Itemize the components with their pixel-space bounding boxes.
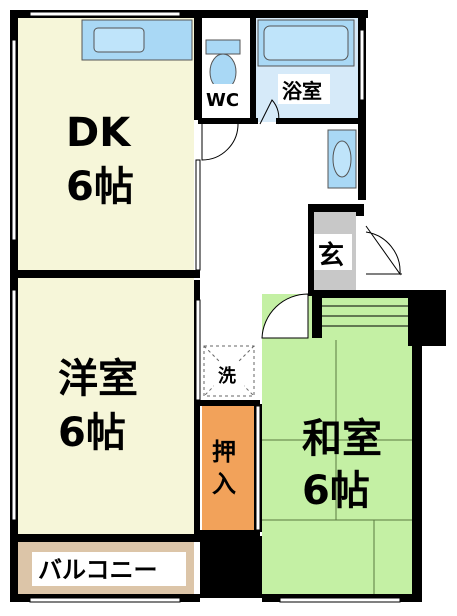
western-room-size: 6帖: [58, 410, 126, 456]
closet-label-top: 押: [212, 438, 236, 466]
washer-label: 洗: [218, 365, 236, 387]
western-room-name: 洋室: [58, 356, 138, 402]
closet-label-bottom: 入: [212, 470, 236, 498]
bath-label: 浴室: [282, 79, 322, 103]
washbasin-bowl: [332, 140, 352, 178]
door-swings: [201, 99, 402, 339]
windows: [11, 11, 401, 603]
dk-room-name: DK: [66, 110, 132, 156]
sliding-doors: [195, 159, 261, 531]
washer-space: [203, 345, 255, 397]
closet-floor: [202, 402, 254, 530]
balcony-label: バルコニー: [38, 556, 158, 584]
bathtub-inner: [263, 25, 349, 61]
japanese-room-size: 6帖: [302, 468, 370, 514]
western-room-floor: [18, 278, 194, 536]
japanese-room-name: 和室: [302, 416, 382, 462]
toilet-tank: [205, 39, 241, 55]
japanese-room-floor: [262, 294, 418, 596]
tatami-lines: [262, 340, 412, 594]
kitchen-sink-basin: [93, 27, 145, 53]
dk-room-size: 6帖: [66, 164, 134, 210]
wc-label: WC: [206, 90, 239, 111]
shelf-lines: [322, 305, 408, 327]
entrance-label: 玄: [318, 240, 344, 271]
